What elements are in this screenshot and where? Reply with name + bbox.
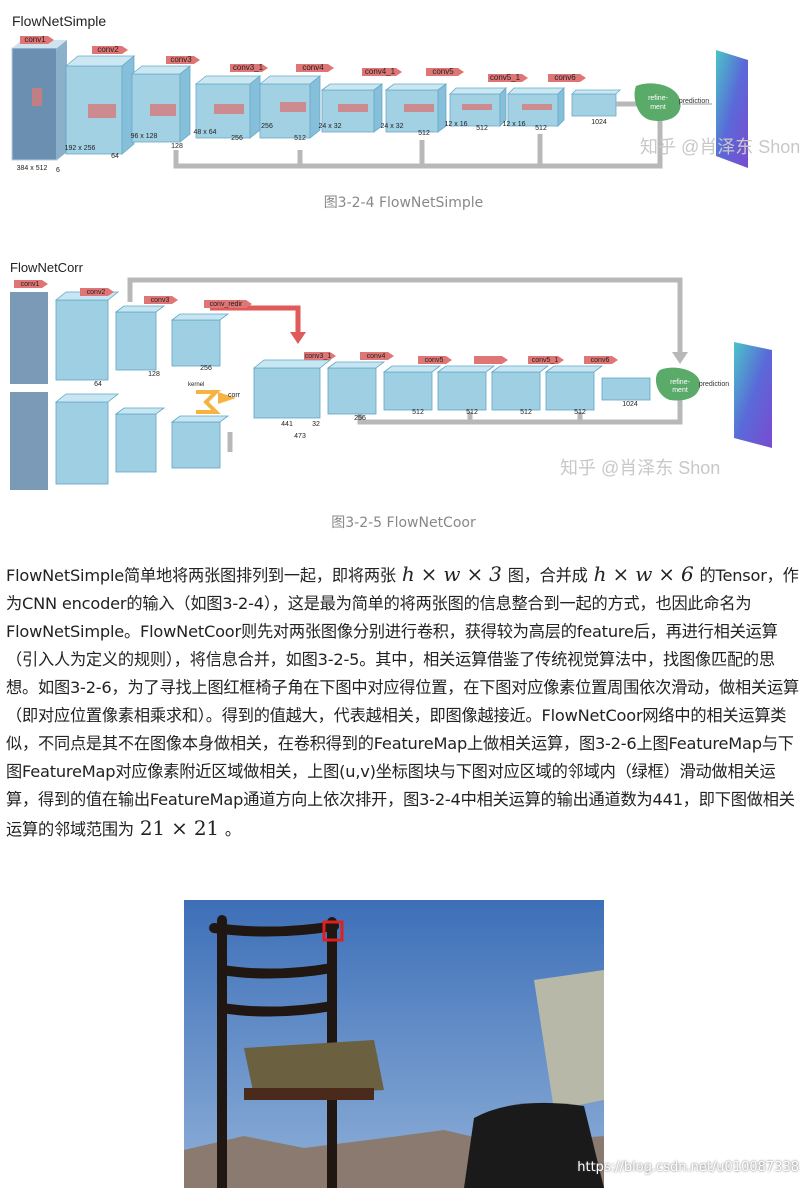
dim: 256 — [200, 365, 212, 372]
figure1-title: FlowNetSimple — [12, 13, 106, 29]
text: 。 — [224, 820, 241, 839]
refinement-label: refine- — [648, 95, 669, 102]
dim: 1024 — [591, 119, 607, 126]
label-conv4-1: conv4_1 — [365, 67, 396, 76]
dim: 512 — [520, 409, 532, 416]
watermark: 知乎 @肖泽东 Shon — [640, 137, 800, 157]
label-conv6: conv6 — [591, 357, 610, 364]
label-conv3-1: conv3_1 — [305, 353, 332, 360]
dim: 512 — [418, 130, 430, 137]
dim: 12 x 16 — [503, 121, 526, 128]
label-conv5-1: conv5_1 — [532, 357, 559, 364]
kernel-label: kernel — [188, 382, 204, 388]
label-conv5-1: conv5_1 — [490, 73, 521, 82]
dim: 256 — [231, 135, 243, 142]
label-arrows — [20, 36, 586, 82]
dim: 441 — [281, 421, 293, 428]
figure-flownetcorr: FlowNetCorr conv — [10, 260, 772, 490]
label-conv5: conv5 — [425, 357, 444, 364]
label-conv-redir: conv_redir — [210, 301, 243, 308]
figure1-caption: 图3-2-4 FlowNetSimple — [323, 195, 484, 211]
corr-label: corr — [228, 392, 241, 399]
dim: 512 — [574, 409, 586, 416]
math-21x21: 21 × 21 — [139, 816, 219, 840]
chair-photo — [184, 900, 604, 1188]
watermark: 知乎 @肖泽东 Shon — [560, 458, 720, 478]
red-box — [322, 920, 344, 942]
dim: 128 — [148, 371, 160, 378]
dim: 192 x 256 — [65, 145, 96, 152]
dim: 1024 — [622, 401, 638, 408]
label-conv5: conv5 — [432, 67, 454, 76]
text: FlowNetSimple简单地将两张图排列到一起，即将两张 — [6, 566, 396, 585]
dim: 512 — [294, 135, 306, 142]
dim: 512 — [476, 125, 488, 132]
figure2-caption: 图3-2-5 FlowNetCoor — [331, 515, 476, 531]
label-conv1: conv1 — [24, 35, 46, 44]
url-watermark: https://blog.csdn.net/u010087338 — [577, 1160, 799, 1175]
figure-flownetsimple: FlowNetSimple conv1 con — [11, 13, 800, 174]
label-conv2: conv2 — [87, 289, 106, 296]
dim: 24 x 32 — [381, 123, 404, 130]
figure2-title: FlowNetCorr — [10, 260, 84, 275]
dim: 64 — [111, 153, 119, 160]
label-conv3-1: conv3_1 — [233, 63, 264, 72]
label-conv3: conv3 — [151, 297, 170, 304]
dim: 384 x 512 — [17, 165, 48, 172]
dim: 64 — [94, 381, 102, 388]
text: 的Tensor，作为CNN encoder的输入（如图3-2-4），这是最为简单… — [6, 566, 799, 839]
prediction-label: prediction — [679, 98, 709, 105]
label-conv4: conv4 — [367, 353, 386, 360]
label-conv4: conv4 — [302, 63, 324, 72]
math-dims-6: h × w × 6 — [593, 562, 694, 586]
body-paragraph: FlowNetSimple简单地将两张图排列到一起，即将两张 h × w × 3 图… — [6, 560, 800, 844]
dim: 256 — [354, 415, 366, 422]
svg-text:refine-: refine- — [670, 379, 691, 386]
dim: 512 — [535, 125, 547, 132]
label-conv3: conv3 — [170, 55, 192, 64]
dim: 12 x 16 — [445, 121, 468, 128]
label-conv2: conv2 — [97, 45, 119, 54]
prediction-label: prediction — [699, 381, 729, 388]
label-conv6: conv6 — [554, 73, 576, 82]
math-dims-3: h × w × 3 — [401, 562, 502, 586]
label-conv1: conv1 — [21, 281, 40, 288]
dim: 512 — [466, 409, 478, 416]
dim: 32 — [312, 421, 320, 428]
text: 图，合并成 — [507, 566, 588, 585]
dim: 256 — [261, 123, 273, 130]
dim: 473 — [294, 433, 306, 440]
dim: 96 x 128 — [131, 133, 158, 140]
dim: 24 x 32 — [319, 123, 342, 130]
dim: 128 — [171, 143, 183, 150]
svg-text:ment: ment — [672, 387, 688, 394]
dim: 512 — [412, 409, 424, 416]
refinement-label: ment — [650, 104, 666, 111]
dim: 48 x 64 — [194, 129, 217, 136]
dim: 6 — [56, 167, 60, 174]
